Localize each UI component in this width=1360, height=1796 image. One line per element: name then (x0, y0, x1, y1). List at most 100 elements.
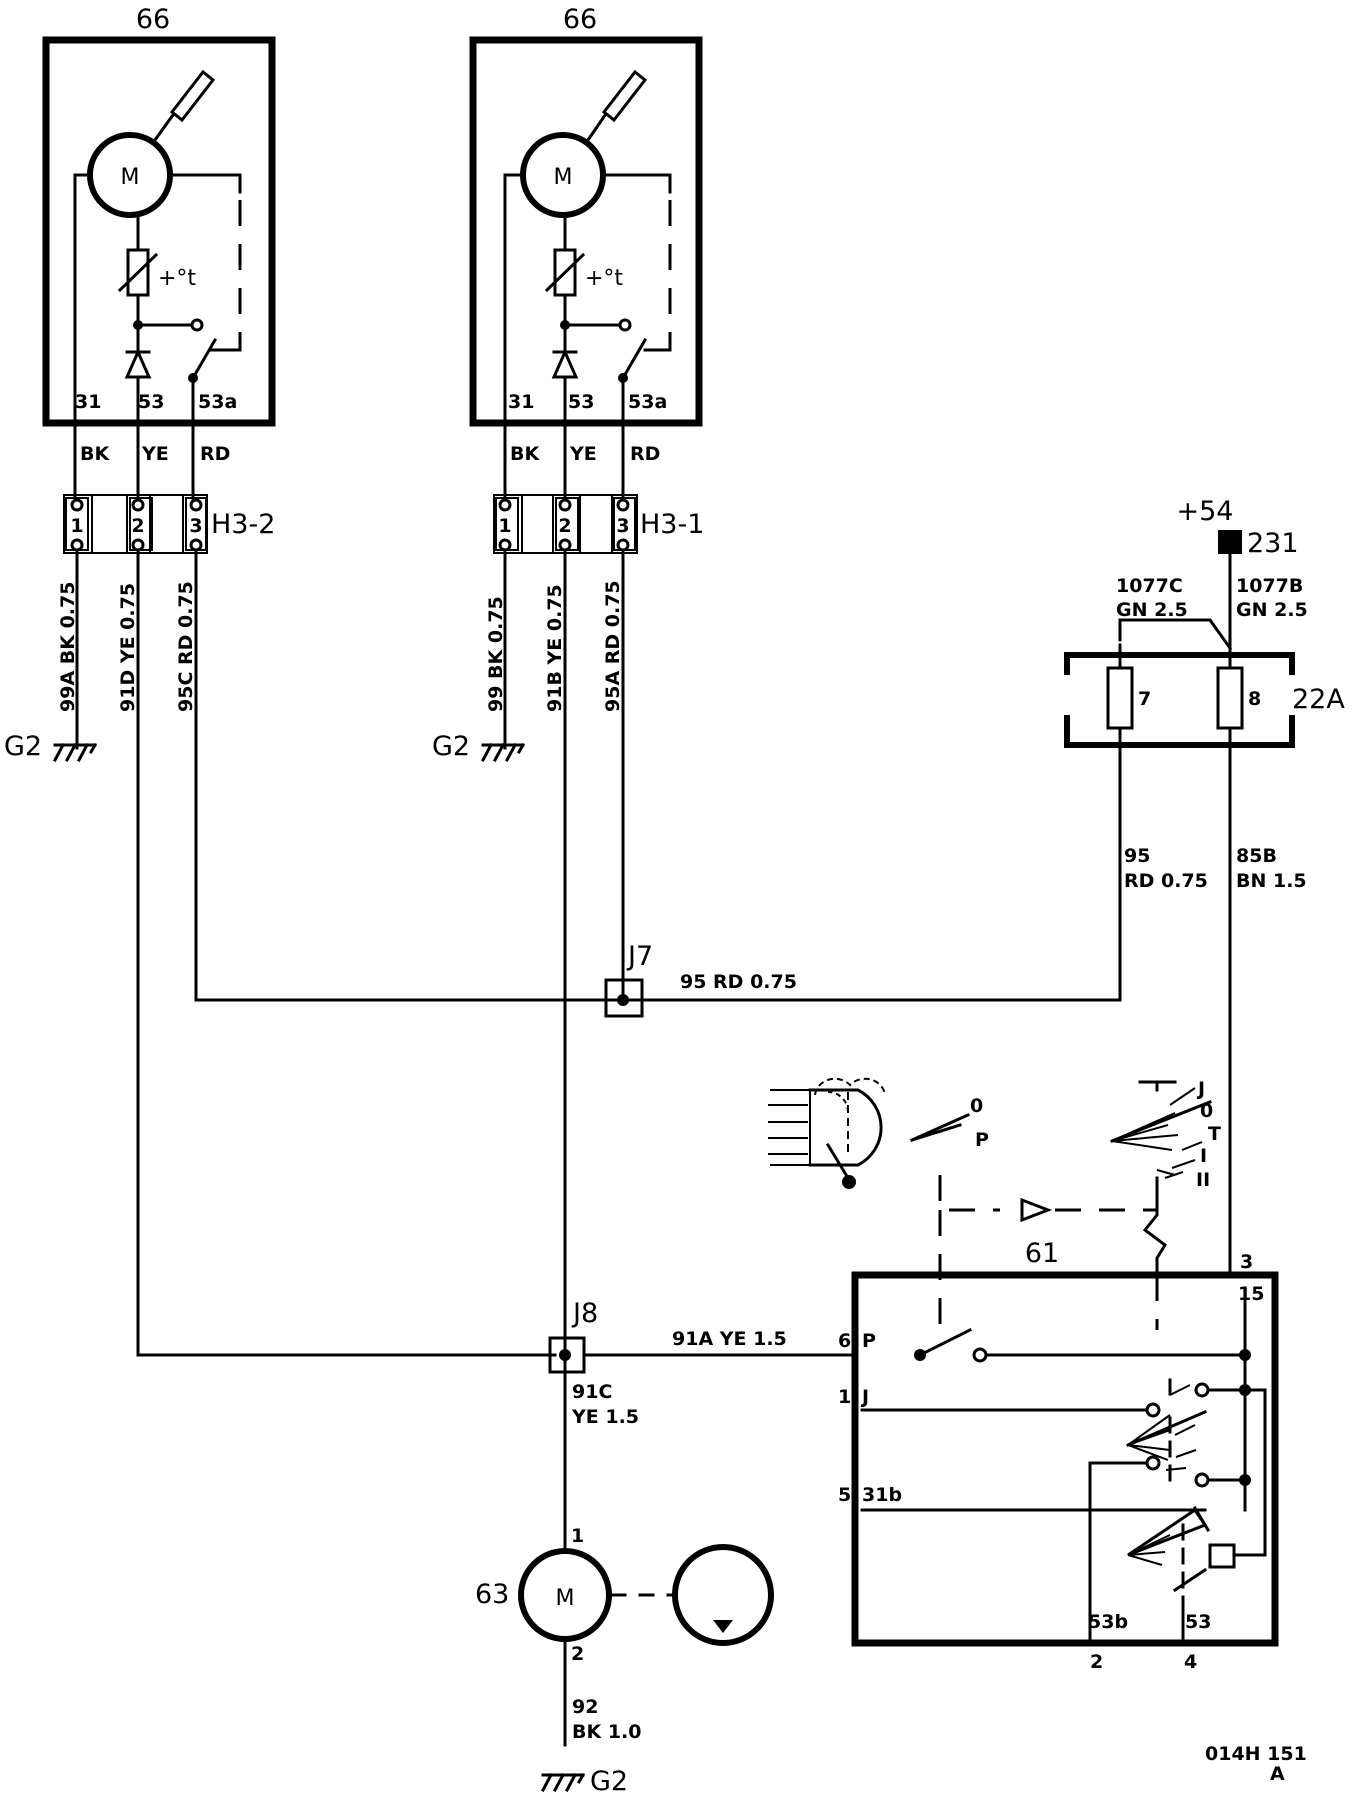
label-95a: 95A RD 0.75 (602, 580, 624, 712)
fuse-7 (1106, 666, 1134, 730)
motor-left-housing (42, 36, 276, 427)
switch61-pin-top-num: 3 (1240, 1251, 1253, 1273)
junction-j8-label: J8 (571, 1298, 598, 1329)
motor-left-symbol: M (121, 165, 140, 190)
ground-left-icon (52, 733, 98, 763)
label-91c-id: 91C (572, 1381, 612, 1403)
motor-right-id: 66 (563, 4, 597, 35)
wiper-lever-icon: J 0 T I II (1110, 1078, 1221, 1277)
wire-95 (194, 551, 1122, 1002)
h32-pin-2: 2 (131, 515, 144, 537)
reference-revision: A (1270, 1763, 1285, 1785)
junction-j7-label: J7 (626, 941, 653, 972)
motor-right-housing (469, 36, 703, 427)
label-99a: 99A BK 0.75 (57, 582, 79, 712)
motor-right-color-ye: YE (569, 443, 597, 465)
label-99: 99 BK 0.75 (485, 596, 507, 712)
wire-91d (136, 551, 557, 1357)
motor-right-thermo-label: +°t (585, 266, 623, 291)
label-95c: 95C RD 0.75 (175, 581, 197, 712)
motor-right-pin-53a: 53a (628, 391, 667, 413)
h32-pin-3: 3 (189, 515, 202, 537)
motor-right-blade-icon (601, 69, 648, 123)
switch61-pin-31b-name: 31b (862, 1484, 902, 1506)
switch61-housing (851, 1271, 1279, 1647)
motor-left-id: 66 (136, 4, 170, 35)
label-92-spec: BK 1.0 (572, 1721, 641, 1743)
switch61-pin-53b-name: 53b (1088, 1611, 1128, 1633)
wiper-motor-left: 66 M +°t 31 53 53a BK YE RD (42, 4, 276, 507)
ground-left-label: G2 (4, 731, 42, 762)
switch61-pin-top-name: 15 (1238, 1283, 1264, 1305)
h31-label: H3-1 (640, 509, 704, 540)
washer-pin-1: 1 (571, 1525, 584, 1547)
wiper-switch-61: 61 3 15 6 P 1 J 5 31b 53b 2 53 4 (838, 1238, 1279, 1673)
switch61-pin-53b-num: 2 (1090, 1651, 1103, 1673)
ground-bottom-label: G2 (590, 1766, 628, 1796)
washer-motor-63: 63 M 1 2 92 BK 1.0 (475, 1525, 774, 1743)
motor-right-symbol: M (554, 165, 573, 190)
light-switch-icon: 0 P (768, 1077, 989, 1189)
supply-terminal-icon (1218, 530, 1242, 554)
switch61-id: 61 (1025, 1238, 1059, 1269)
motor-left-thermo-label: +°t (158, 266, 196, 291)
label-1077c-id: 1077C (1116, 575, 1183, 597)
supply-terminal: 231 (1247, 528, 1299, 559)
motor-left-color-rd: RD (200, 443, 230, 465)
motor-right-color-bk: BK (510, 443, 540, 465)
lever-pos-i: I (1200, 1145, 1207, 1167)
label-85b-id: 85B (1236, 845, 1277, 867)
lever-pos-ii: II (1196, 1169, 1210, 1191)
motor-left-pin-53: 53 (138, 391, 164, 413)
label-1077b-id: 1077B (1236, 575, 1303, 597)
lever-pos-j: J (1196, 1078, 1205, 1100)
switch61-pin-j-num: 1 (838, 1386, 851, 1408)
h31-pin-1: 1 (498, 515, 511, 537)
label-91d: 91D YE 0.75 (117, 583, 139, 712)
label-85b-spec: BN 1.5 (1236, 870, 1307, 892)
fusebox-label: 22A (1292, 684, 1345, 715)
ground-mid-label: G2 (432, 731, 470, 762)
switch61-pin-31b-num: 5 (838, 1484, 851, 1506)
reference-code: 014H 151 (1205, 1743, 1307, 1765)
connector-h3-2: 1 2 3 H3-2 (63, 494, 275, 554)
fuse-8-label: 8 (1248, 688, 1261, 710)
label-91a: 91A YE 1.5 (672, 1328, 787, 1350)
switch61-pin-53-num: 4 (1184, 1651, 1197, 1673)
washer-symbol: M (556, 1586, 575, 1611)
switch61-pin-p-name: P (862, 1330, 876, 1352)
h32-pin-1: 1 (70, 515, 83, 537)
switch61-pin-p-num: 6 (838, 1330, 851, 1352)
motor-left-color-bk: BK (80, 443, 110, 465)
motor-left-park-switch (190, 337, 218, 381)
label-92-id: 92 (572, 1696, 598, 1718)
light-switch-pos-0: 0 (970, 1095, 983, 1117)
connector-h3-1: 1 2 3 H3-1 (493, 494, 704, 554)
motor-right-pin-53: 53 (568, 391, 594, 413)
light-switch-pos-p: P (975, 1129, 989, 1151)
motor-left-color-ye: YE (141, 443, 169, 465)
switch61-pin-j-name: J (860, 1386, 869, 1408)
wire-1077c (1118, 618, 1233, 651)
h31-pin-3: 3 (616, 515, 629, 537)
motor-left-pin-31: 31 (75, 391, 101, 413)
fuse-7-label: 7 (1138, 688, 1151, 710)
motor-right-park-switch (620, 337, 648, 381)
motor-left-blade-icon (169, 69, 216, 123)
ground-bottom-icon (540, 1772, 586, 1793)
wiper-motor-right: 66 M +°t 31 53 53a BK YE RD (469, 4, 703, 507)
washer-pin-2: 2 (571, 1643, 584, 1665)
fuse-8 (1216, 666, 1244, 730)
washer-pump-icon (672, 1544, 774, 1646)
h32-label: H3-2 (211, 509, 275, 540)
supply-voltage: +54 (1177, 496, 1234, 527)
motor-left-diode (124, 348, 152, 379)
label-95-spec: RD 0.75 (1124, 870, 1208, 892)
label-1077b-spec: GN 2.5 (1236, 599, 1308, 621)
label-91b: 91B YE 0.75 (544, 584, 566, 712)
washer-m-icon (518, 1548, 612, 1642)
washer-id: 63 (475, 1579, 509, 1610)
mechanical-link (938, 1175, 1000, 1212)
h31-pin-2: 2 (558, 515, 571, 537)
